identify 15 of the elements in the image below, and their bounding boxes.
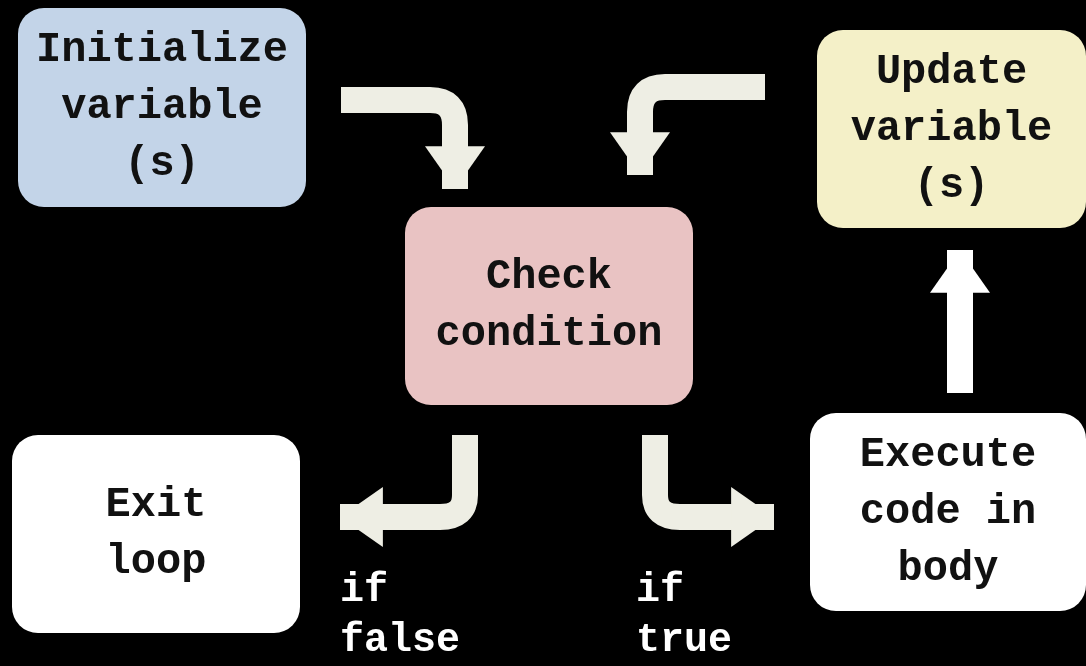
edge-label: if true	[636, 567, 733, 665]
node-label: Initialize variable (s)	[34, 25, 289, 190]
process-box	[12, 435, 300, 633]
node-label: Check condition	[434, 252, 664, 360]
node-label: Update variable (s)	[849, 46, 1054, 212]
process-box	[18, 8, 306, 207]
arrow	[341, 87, 485, 189]
arrow	[930, 250, 990, 393]
edge-label: if false	[340, 567, 462, 665]
process-box	[405, 207, 693, 405]
node-label: Exit loop	[104, 480, 208, 588]
process-box	[817, 30, 1086, 228]
process-box	[810, 413, 1086, 611]
arrow	[610, 74, 765, 175]
node-label: Execute code in body	[858, 429, 1038, 595]
